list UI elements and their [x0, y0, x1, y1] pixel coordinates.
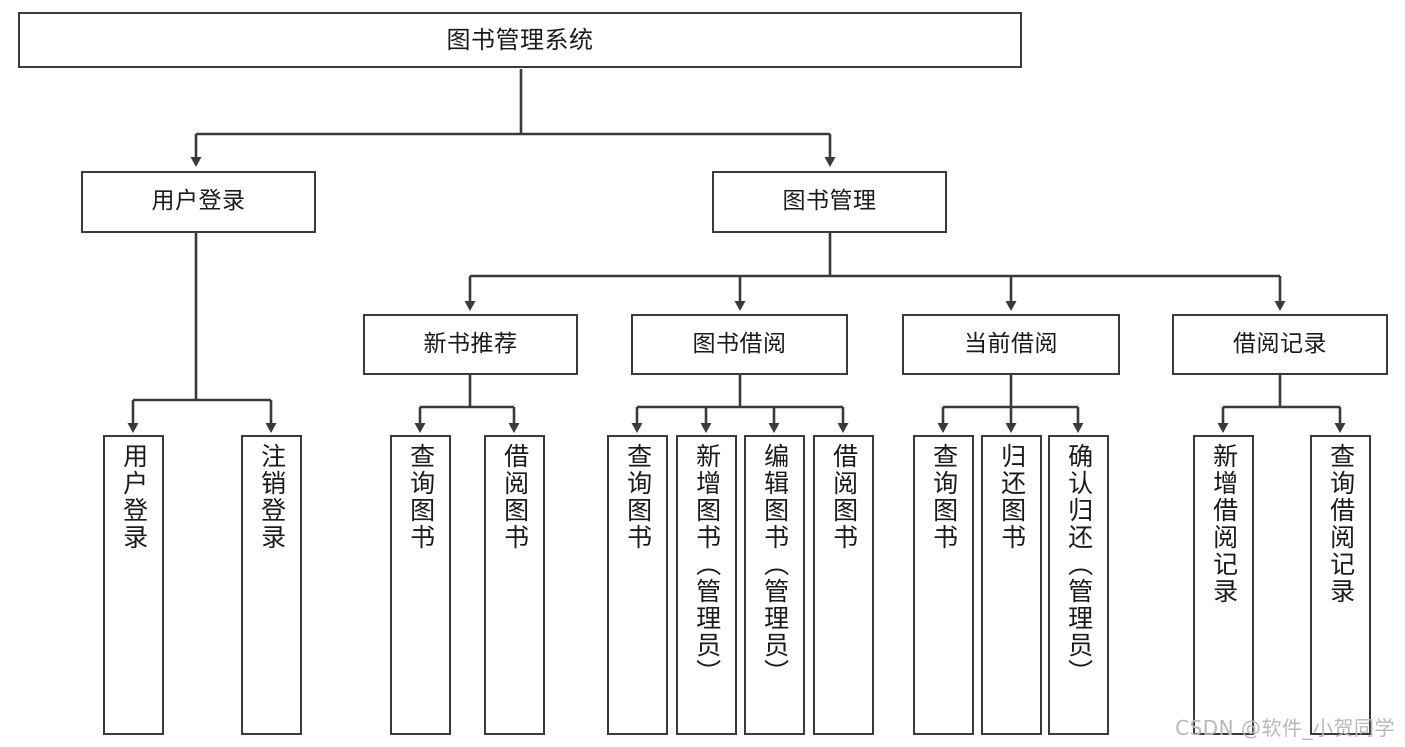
leaf-query-book-3[interactable]: 查询图书 [913, 435, 974, 735]
node-book-manage[interactable]: 图书管理 [712, 171, 947, 233]
leaf-borrow-book-1-label: 借阅图书 [500, 443, 530, 551]
node-user-login[interactable]: 用户登录 [81, 171, 316, 233]
leaf-query-record[interactable]: 查询借阅记录 [1310, 435, 1371, 735]
node-new-book-recommend[interactable]: 新书推荐 [363, 314, 578, 375]
node-current-borrow-label: 当前借阅 [964, 330, 1058, 357]
leaf-confirm-return[interactable]: 确认归还（管理员） [1048, 435, 1109, 735]
leaf-logout[interactable]: 注销登录 [241, 435, 302, 735]
leaf-query-book-1[interactable]: 查询图书 [390, 435, 451, 735]
node-book-manage-label: 图书管理 [782, 188, 877, 215]
leaf-user-login-label: 用户登录 [119, 443, 149, 551]
leaf-borrow-book-1[interactable]: 借阅图书 [484, 435, 545, 735]
node-book-borrow-label: 图书借阅 [692, 330, 787, 357]
leaf-add-record[interactable]: 新增借阅记录 [1193, 435, 1254, 735]
leaf-borrow-book-2-label: 借阅图书 [829, 443, 859, 551]
leaf-borrow-book-2[interactable]: 借阅图书 [813, 435, 874, 735]
node-borrow-record-label: 借阅记录 [1233, 330, 1327, 357]
leaf-add-record-label: 新增借阅记录 [1209, 443, 1239, 605]
node-current-borrow[interactable]: 当前借阅 [902, 314, 1120, 375]
node-user-login-label: 用户登录 [151, 188, 246, 215]
node-root[interactable]: 图书管理系统 [18, 12, 1022, 68]
node-borrow-record[interactable]: 借阅记录 [1172, 314, 1388, 375]
leaf-user-login[interactable]: 用户登录 [103, 435, 164, 735]
node-root-label: 图书管理系统 [446, 25, 594, 54]
leaf-add-book-label: 新增图书（管理员） [692, 443, 722, 686]
leaf-add-book[interactable]: 新增图书（管理员） [676, 435, 737, 735]
leaf-query-book-2[interactable]: 查询图书 [607, 435, 668, 735]
leaf-query-book-2-label: 查询图书 [623, 443, 653, 551]
node-new-book-recommend-label: 新书推荐 [423, 330, 518, 357]
leaf-return-book-label: 归还图书 [997, 443, 1027, 551]
leaf-query-book-3-label: 查询图书 [929, 443, 959, 551]
leaf-query-record-label: 查询借阅记录 [1326, 443, 1356, 605]
node-book-borrow[interactable]: 图书借阅 [631, 314, 848, 375]
leaf-logout-label: 注销登录 [257, 443, 287, 551]
leaf-edit-book[interactable]: 编辑图书（管理员） [744, 435, 805, 735]
leaf-return-book[interactable]: 归还图书 [981, 435, 1042, 735]
leaf-query-book-1-label: 查询图书 [406, 443, 436, 551]
leaf-edit-book-label: 编辑图书（管理员） [760, 443, 790, 686]
leaf-confirm-return-label: 确认归还（管理员） [1064, 443, 1094, 686]
